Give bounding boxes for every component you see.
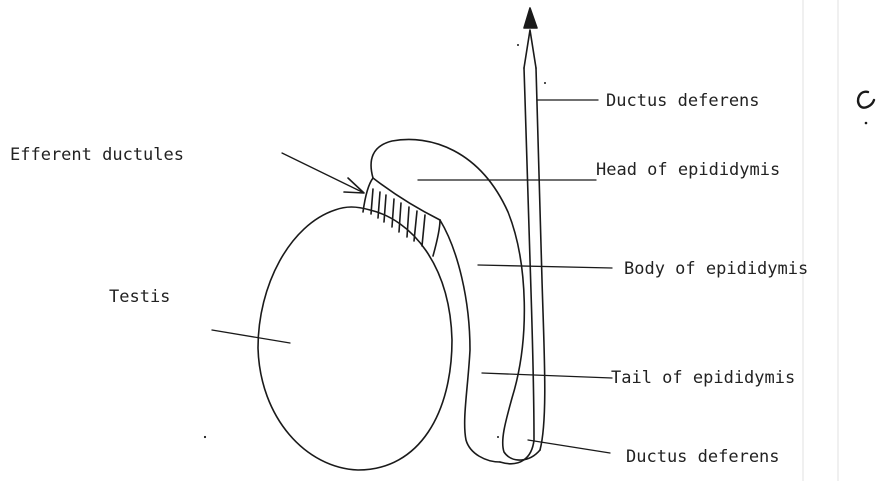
arrow-up-icon	[524, 8, 537, 28]
ductus-deferens-shaft	[524, 30, 536, 68]
leader-body-of-epididymis	[478, 265, 612, 268]
epididymis-outline	[371, 139, 540, 460]
ductus-deferens-outer	[536, 68, 545, 450]
label-ductus-deferens-bottom: Ductus deferens	[626, 447, 780, 467]
leader-efferent-ductules	[282, 153, 362, 192]
label-ductus-deferens-top: Ductus deferens	[606, 91, 760, 111]
label-tail-of-epididymis: Tail of epididymis	[611, 368, 795, 388]
speck-mark	[544, 82, 546, 84]
speck-mark	[204, 436, 206, 438]
label-efferent-ductules: Efferent ductules	[10, 145, 184, 165]
testis-shape	[258, 207, 452, 470]
epididymis-inner-edge	[440, 220, 500, 462]
arrow-head-icon	[344, 178, 364, 193]
label-body-of-epididymis: Body of epididymis	[624, 259, 808, 279]
speck-mark	[517, 44, 519, 46]
speck-mark	[497, 436, 499, 438]
leader-tail-of-epididymis	[482, 373, 612, 378]
margin-scribble	[858, 92, 874, 108]
label-head-of-epididymis: Head of epididymis	[596, 160, 780, 180]
label-testis: Testis	[109, 287, 170, 307]
leader-testis	[212, 330, 290, 343]
efferent-ductules-band	[433, 220, 440, 256]
efferent-ductules-lines	[371, 189, 425, 246]
margin-dot	[865, 122, 868, 125]
